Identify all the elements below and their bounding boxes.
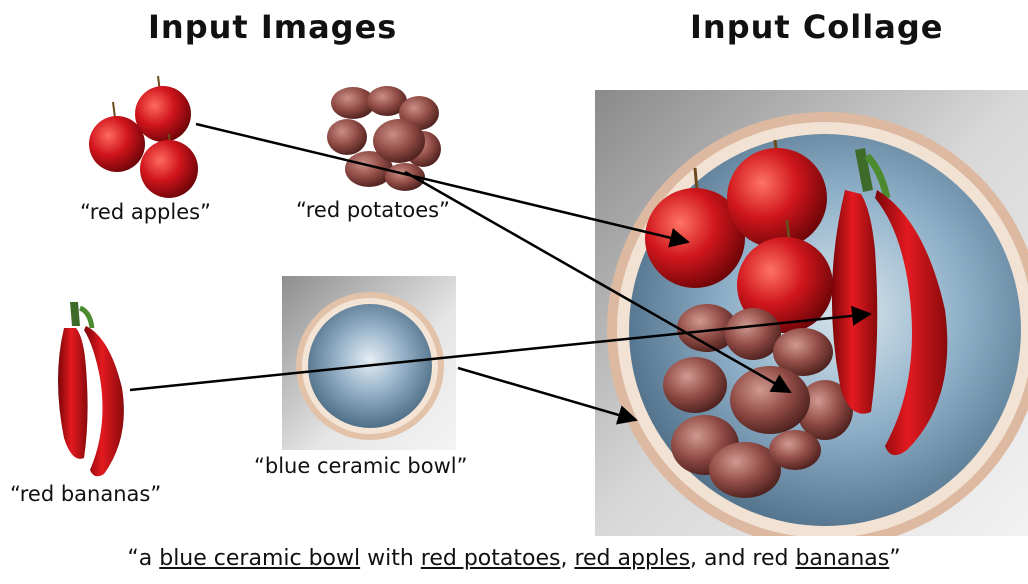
input-images-heading: Input Images	[148, 8, 397, 46]
blue-ceramic-bowl-label: “blue ceramic bowl”	[254, 454, 468, 478]
red-potatoes-label: “red potatoes”	[296, 198, 450, 222]
red-bananas-image	[50, 298, 132, 480]
input-collage-heading: Input Collage	[690, 8, 943, 46]
input-collage-image	[595, 90, 1028, 536]
red-potatoes-image	[325, 85, 443, 193]
red-apples-label: “red apples”	[80, 200, 211, 224]
caption-open: “a	[127, 546, 159, 571]
caption-close: ”	[889, 546, 900, 571]
caption-bowl: blue ceramic bowl	[159, 546, 360, 571]
red-bananas-label: “red bananas”	[10, 482, 161, 506]
caption-potatoes: red potatoes	[421, 546, 561, 571]
prompt-caption: “a blue ceramic bowl with red potatoes , …	[0, 546, 1028, 571]
red-apples-image	[85, 72, 200, 202]
caption-with: with	[360, 546, 421, 571]
caption-apples: red apples	[574, 546, 690, 571]
caption-bananas: bananas	[795, 546, 889, 571]
blue-ceramic-bowl-image	[282, 276, 456, 450]
caption-and: , and red	[690, 546, 795, 571]
caption-comma: ,	[560, 546, 574, 571]
